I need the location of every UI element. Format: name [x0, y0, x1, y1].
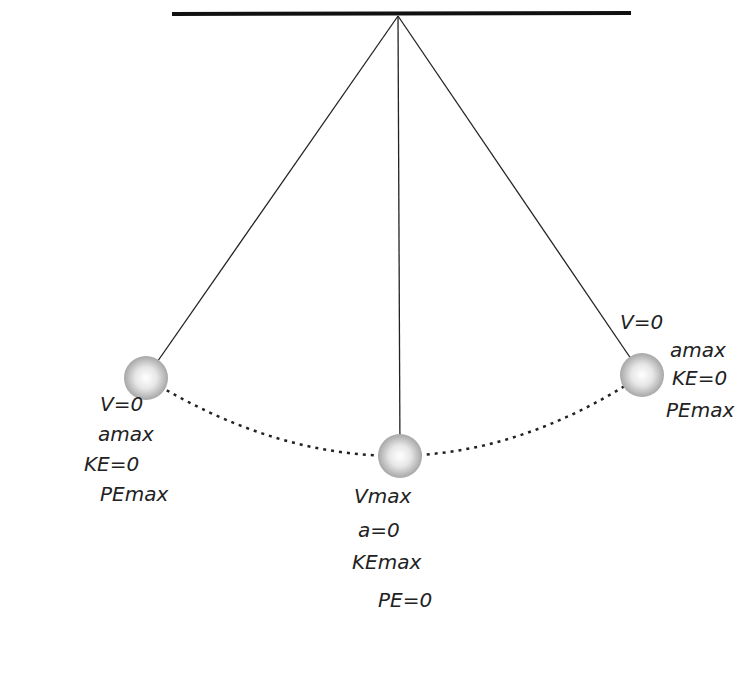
state-label: KEmax: [352, 550, 421, 574]
state-label: PEmax: [666, 398, 734, 422]
state-label: amax: [98, 422, 154, 446]
state-label: PE=0: [378, 588, 432, 612]
state-label: V=0: [100, 392, 143, 416]
state-label: KE=0: [672, 366, 727, 390]
state-label: a=0: [358, 518, 400, 542]
pendulum-bob: [620, 353, 664, 397]
string: [398, 16, 400, 456]
string: [146, 16, 398, 378]
pendulum-bob: [378, 434, 422, 478]
state-label: PEmax: [100, 482, 168, 506]
state-label: amax: [670, 338, 726, 362]
ceiling: [172, 13, 631, 14]
state-label: KE=0: [84, 452, 139, 476]
state-label: V=0: [620, 310, 663, 334]
string: [398, 16, 642, 375]
state-label: Vmax: [354, 484, 411, 508]
